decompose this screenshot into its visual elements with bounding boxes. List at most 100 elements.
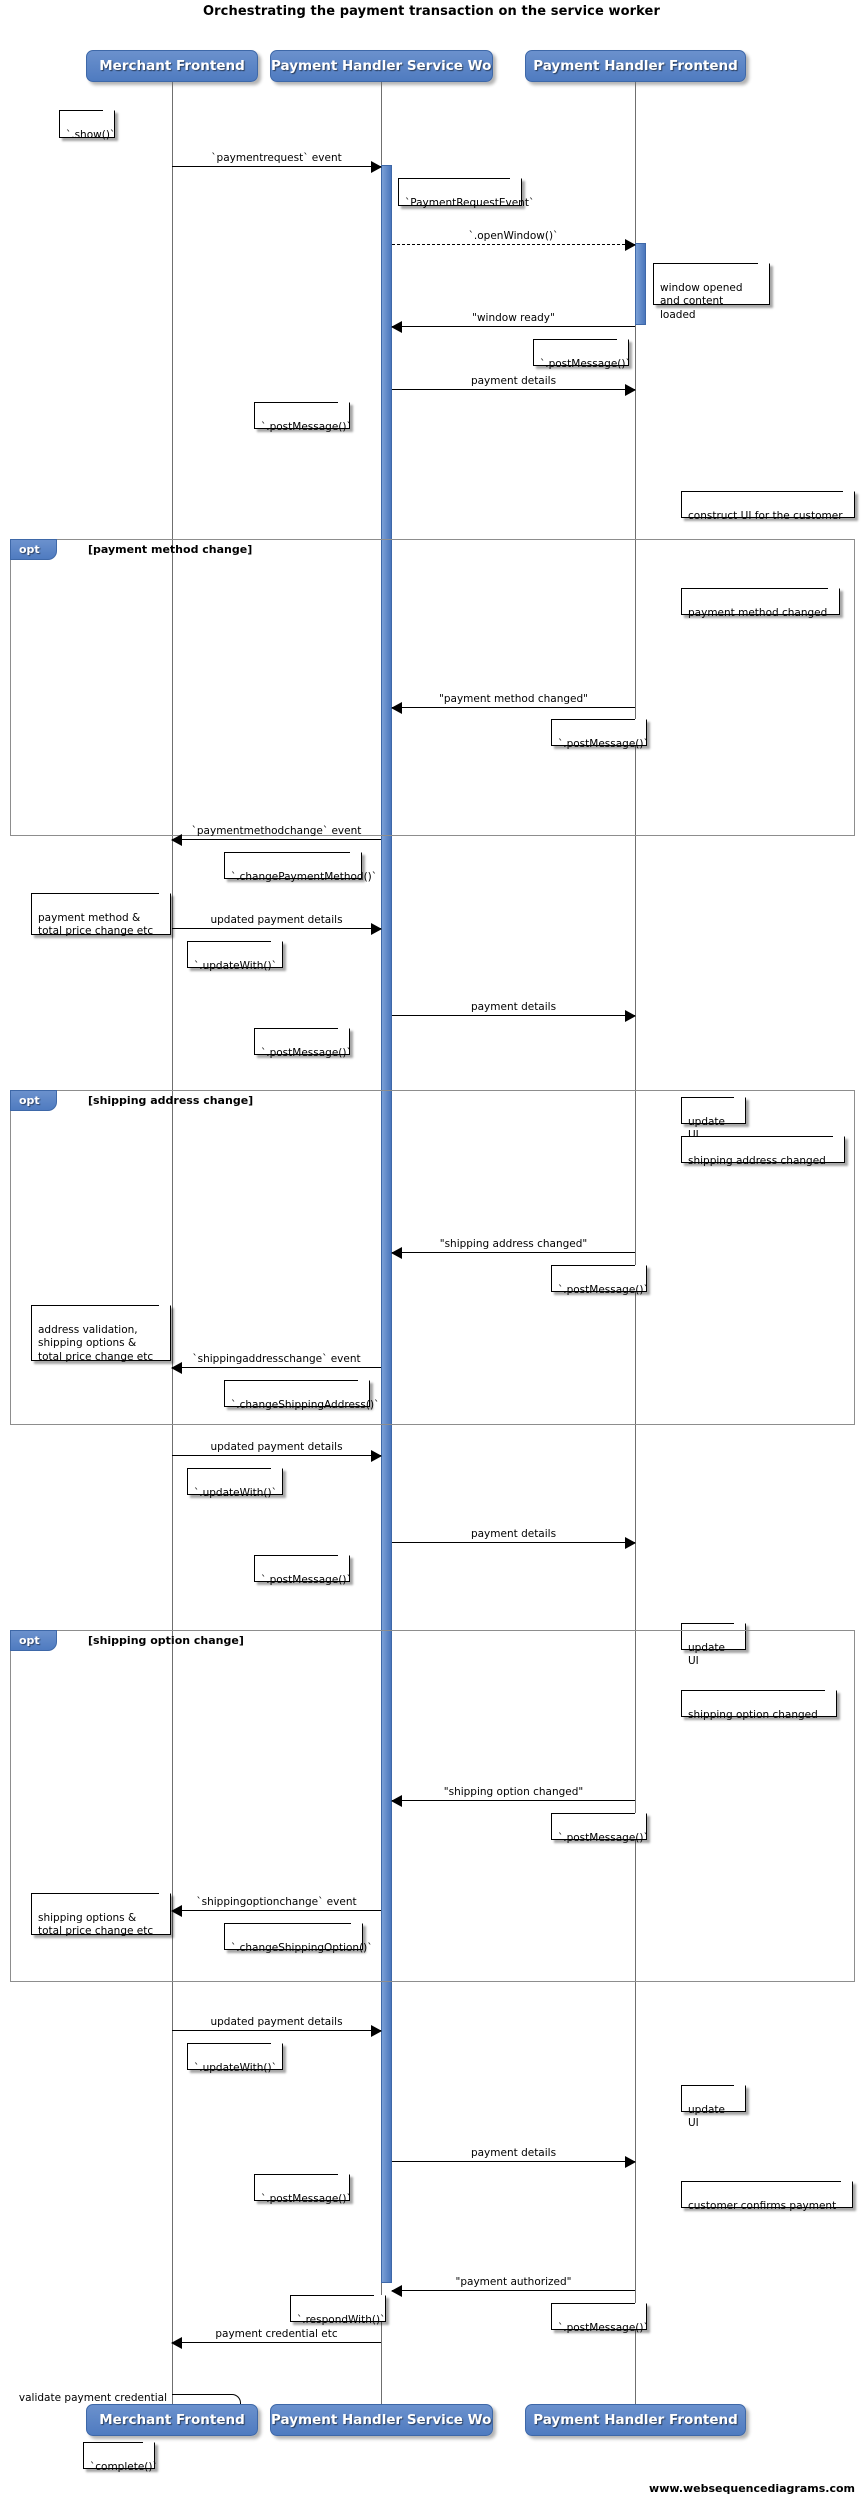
note-payment-method-total-price: payment method & total price change etc bbox=[31, 893, 171, 937]
note-fold-icon bbox=[635, 2303, 647, 2315]
message-label: updated payment details bbox=[210, 914, 343, 926]
note-change-payment-method: `.changePaymentMethod()` bbox=[224, 852, 377, 883]
arrowhead-right-icon bbox=[371, 922, 382, 935]
note-respond-with: `.respondWith()` bbox=[290, 2295, 386, 2326]
participant-footer-service-worker[interactable]: Payment Handler Service Worker bbox=[270, 2404, 493, 2436]
note-text: payment method changed bbox=[688, 606, 828, 619]
note-fold-icon bbox=[358, 1380, 370, 1392]
note-change-shipping-option: `.changeShippingOption()` bbox=[224, 1923, 373, 1954]
note-fold-icon bbox=[635, 1265, 647, 1277]
message-open-window: `.openWindow()` bbox=[392, 230, 636, 251]
arrowhead-right-icon bbox=[371, 2024, 382, 2037]
arrowhead-left-icon bbox=[171, 1904, 182, 1917]
note-post-message-9: `.postMessage()` bbox=[551, 2303, 649, 2334]
message-payment-authorized: "payment authorized" bbox=[391, 2276, 635, 2297]
message-updated-payment-details-2: updated payment details bbox=[172, 1441, 382, 1462]
note-text: `.changeShippingOption()` bbox=[231, 1941, 373, 1954]
message-label: updated payment details bbox=[210, 1441, 343, 1453]
message-label: "payment method changed" bbox=[439, 693, 588, 705]
note-window-opened: window opened and content loaded bbox=[653, 263, 770, 321]
note-text: `.updateWith()` bbox=[194, 2061, 277, 2074]
note-update-ui-1: update UI bbox=[681, 1097, 746, 1141]
message-label: "shipping option changed" bbox=[443, 1786, 584, 1798]
message-label: `shippingaddresschange` event bbox=[192, 1353, 361, 1365]
note-text: address validation, shipping options & t… bbox=[38, 1323, 154, 1363]
arrowhead-left-icon bbox=[171, 833, 182, 846]
fragment-condition-label: [shipping address change] bbox=[88, 1094, 254, 1107]
note-post-message-3: `.postMessage()` bbox=[551, 719, 649, 750]
note-text: shipping option changed bbox=[688, 1708, 818, 1721]
note-post-message-2: `.postMessage()` bbox=[254, 402, 352, 433]
note-update-ui-3: update UI bbox=[681, 2085, 746, 2129]
message-line bbox=[392, 707, 635, 708]
note-text: `.postMessage()` bbox=[558, 737, 649, 750]
message-label: updated payment details bbox=[210, 2016, 343, 2028]
note-complete: `complete()` bbox=[83, 2442, 158, 2473]
note-update-ui-2: update UI bbox=[681, 1623, 746, 1667]
message-label: payment details bbox=[470, 2147, 557, 2159]
note-fold-icon bbox=[338, 402, 350, 414]
message-label: "window ready" bbox=[472, 312, 555, 324]
note-shipping-options-total-price: shipping options & total price change et… bbox=[31, 1893, 171, 1938]
message-label: payment details bbox=[470, 375, 557, 387]
message-window-ready: "window ready" bbox=[391, 312, 635, 333]
message-shippingaddresschange-event: `shippingaddresschange` event bbox=[171, 1353, 381, 1374]
arrowhead-right-icon bbox=[625, 383, 636, 396]
note-post-message-1: `.postMessage()` bbox=[533, 339, 631, 370]
arrowhead-left-icon bbox=[391, 1794, 402, 1807]
page-title: Orchestrating the payment transaction on… bbox=[203, 4, 660, 19]
lifeline-payment-handler-frontend bbox=[635, 82, 636, 2404]
note-update-with-2: `.updateWith()` bbox=[187, 1468, 283, 1499]
fragment-operator-label: opt bbox=[10, 1630, 57, 1651]
note-fold-icon bbox=[635, 1813, 647, 1825]
note-update-with-1: `.updateWith()` bbox=[187, 941, 283, 972]
message-payment-details-4: payment details bbox=[392, 2147, 636, 2168]
note-text: shipping options & total price change et… bbox=[38, 1911, 154, 1938]
credit-link[interactable]: www.websequencediagrams.com bbox=[649, 2482, 855, 2495]
message-shipping-address-changed: "shipping address changed" bbox=[391, 1238, 635, 1259]
note-text: `.respondWith()` bbox=[297, 2313, 386, 2326]
note-text: `.postMessage()` bbox=[261, 420, 352, 433]
message-line bbox=[392, 1252, 635, 1253]
fragment-operator-label: opt bbox=[10, 1090, 57, 1111]
message-label: `shippingoptionchange` event bbox=[196, 1896, 357, 1908]
note-shipping-address-changed: shipping address changed bbox=[681, 1136, 845, 1167]
participant-footer-payment-handler-frontend[interactable]: Payment Handler Frontend bbox=[525, 2404, 746, 2436]
activation-service-worker bbox=[381, 165, 392, 2283]
note-fold-icon bbox=[271, 941, 283, 953]
lifeline-merchant bbox=[172, 82, 173, 2404]
note-fold-icon bbox=[159, 893, 171, 905]
participant-footer-merchant[interactable]: Merchant Frontend bbox=[86, 2404, 258, 2436]
message-line bbox=[392, 2161, 635, 2162]
note-text: `.show()` bbox=[66, 128, 116, 141]
message-line bbox=[172, 928, 381, 929]
message-line bbox=[392, 1542, 635, 1543]
message-payment-details-2: payment details bbox=[392, 1001, 636, 1022]
note-customer-confirms-payment: customer confirms payment bbox=[681, 2181, 853, 2212]
message-label: payment details bbox=[470, 1528, 557, 1540]
note-shipping-option-changed: shipping option changed bbox=[681, 1690, 837, 1721]
note-fold-icon bbox=[841, 2181, 853, 2193]
note-text: `complete()` bbox=[90, 2460, 158, 2473]
participant-header-payment-handler-frontend[interactable]: Payment Handler Frontend bbox=[525, 50, 746, 82]
note-text: `.postMessage()` bbox=[261, 2192, 352, 2205]
note-fold-icon bbox=[734, 1623, 746, 1635]
message-line bbox=[172, 2342, 381, 2343]
note-text: `.updateWith()` bbox=[194, 1486, 277, 1499]
fragment-condition-label: [payment method change] bbox=[88, 543, 253, 556]
arrowhead-left-icon bbox=[171, 2336, 182, 2349]
note-text: `PaymentRequestEvent` bbox=[405, 196, 535, 209]
arrowhead-right-icon bbox=[625, 238, 636, 251]
message-line bbox=[392, 326, 635, 327]
message-line bbox=[392, 1015, 635, 1016]
note-fold-icon bbox=[843, 491, 855, 503]
note-fold-icon bbox=[825, 1690, 837, 1702]
message-line bbox=[172, 839, 381, 840]
participant-header-service-worker[interactable]: Payment Handler Service Worker bbox=[270, 50, 493, 82]
arrowhead-left-icon bbox=[391, 1246, 402, 1259]
message-paymentmethodchange-event: `paymentmethodchange` event bbox=[171, 825, 381, 846]
note-show: `.show()` bbox=[59, 110, 116, 141]
participant-header-merchant[interactable]: Merchant Frontend bbox=[86, 50, 258, 82]
note-fold-icon bbox=[734, 1097, 746, 1109]
